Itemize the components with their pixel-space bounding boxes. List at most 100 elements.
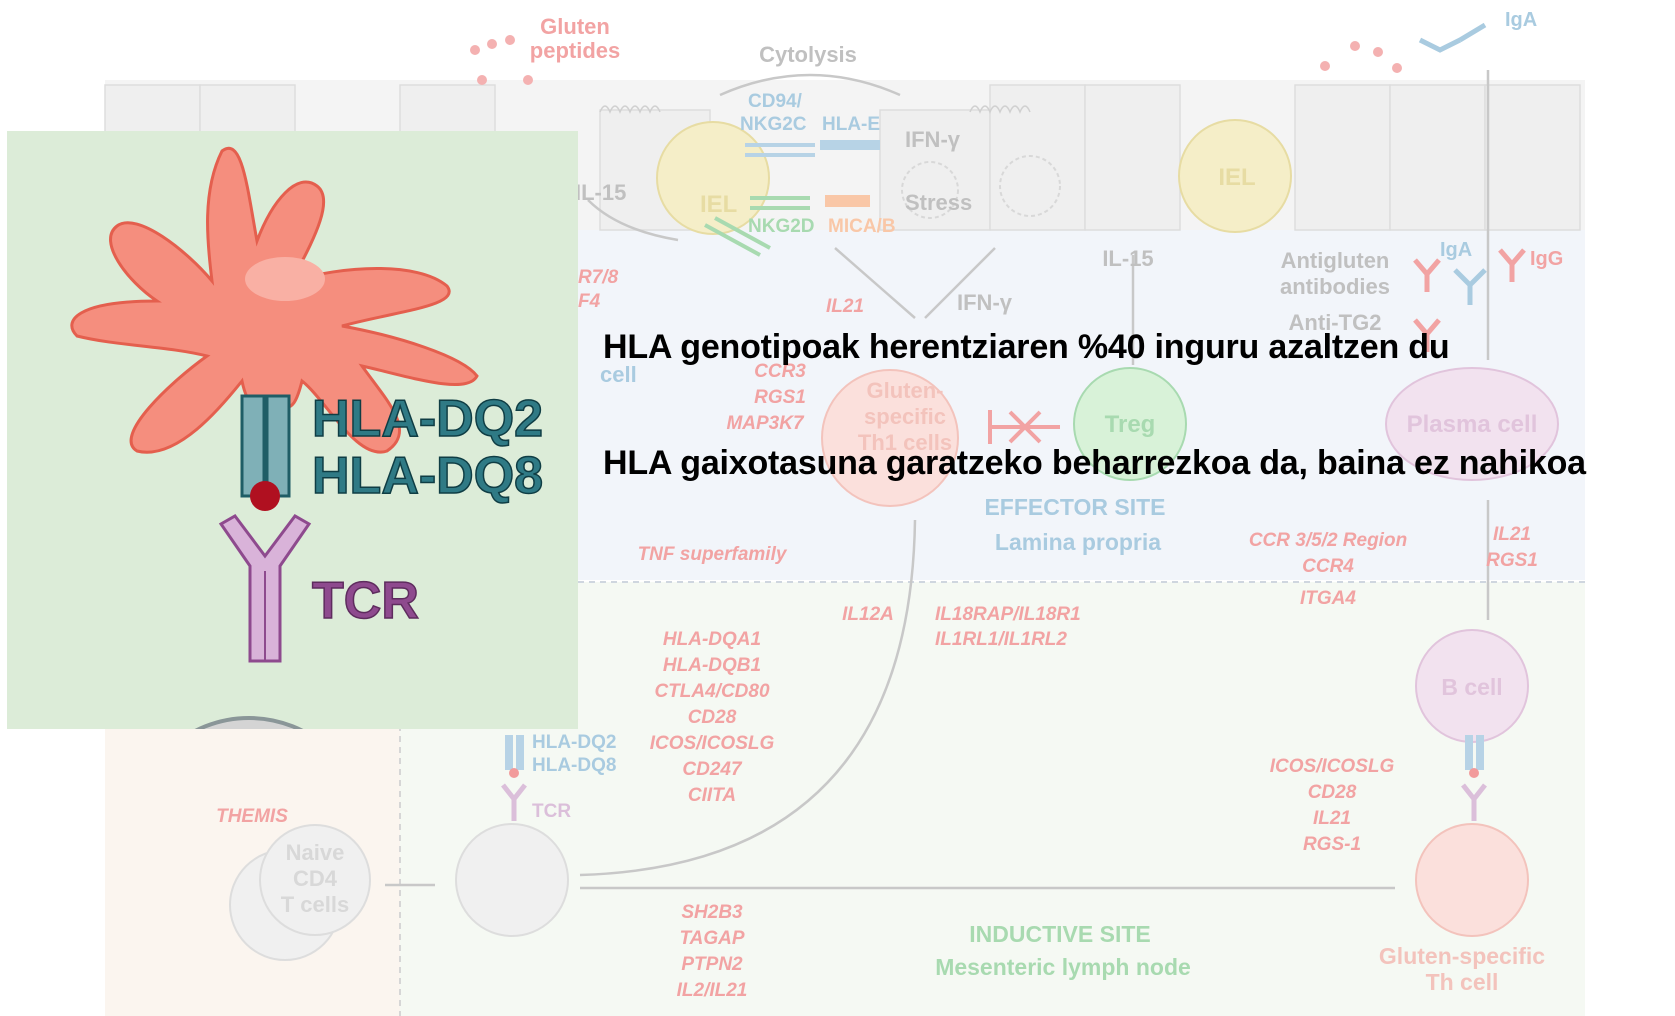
effector-site-label: EFFECTOR SITE [984, 494, 1165, 520]
hla-necessity-statement: HLA gaixotasuna garatzeko beharrezkoa da… [603, 444, 1586, 482]
epithelial-nucleus [999, 155, 1061, 217]
stress-label: Stress [905, 190, 972, 215]
gluten-peptides-label: Gluten [540, 14, 610, 39]
tlr-label-a: R7/8 [578, 267, 619, 288]
ifn-gamma-label-1: IFN-γ [905, 127, 961, 152]
inset-tcr-label: TCR [312, 572, 419, 630]
lamina-propria-label: Lamina propria [995, 529, 1161, 555]
il15-label-a: IL-15 [575, 180, 626, 205]
il21-b-label: IL21 [1493, 524, 1531, 545]
gene-list-1-item: HLA-DQB1 [663, 655, 761, 676]
inset-hla-dq8-label: HLA-DQ8 [312, 447, 543, 505]
gene-list-2-item: SH2B3 [681, 902, 743, 923]
iel-label-1: IEL [700, 191, 737, 218]
inductive-site-label: INDUCTIVE SITE [969, 921, 1150, 947]
cd94-label: CD94/ [748, 91, 803, 112]
cytolysis-label: Cytolysis [759, 42, 857, 67]
inset-illustration: HLA-DQ2 HLA-DQ8 TCR [70, 147, 544, 729]
antigluten-label-1: Antigluten [1281, 248, 1390, 273]
stressed-cell-nucleus [901, 161, 959, 219]
gene-list-1-item: ICOS/ICOSLG [650, 733, 775, 754]
map3k7-label: MAP3K7 [726, 413, 805, 434]
tnf-label: TNF superfamily [638, 544, 788, 565]
hla-heritability-statement: HLA genotipoak herentziaren %40 inguru a… [603, 328, 1450, 366]
rgs1-label: RGS1 [754, 387, 806, 408]
plasma-cell-label: Plasma cell [1407, 411, 1538, 438]
hla-tcr-inset: HLA-DQ2 HLA-DQ8 TCR [7, 131, 578, 729]
gluten-peptide [250, 481, 280, 511]
th1-label-2: specific [864, 404, 946, 429]
gene-list-3-item: ICOS/ICOSLG [1270, 756, 1395, 777]
gene-list-2: SH2B3 TAGAP PTPN2 IL2/IL21 [677, 902, 748, 1001]
il18-label-1: IL18RAP/IL18R1 [935, 604, 1081, 625]
iel-cell-2 [1178, 119, 1292, 233]
apc-t-cell [455, 823, 569, 937]
gene-list-3-item: CD28 [1308, 782, 1357, 803]
igg-label: IgG [1530, 248, 1563, 270]
naive-label-2: CD4 [293, 866, 338, 891]
ccr-region-label: CCR 3/5/2 Region [1249, 530, 1407, 551]
dendritic-nucleus [245, 257, 325, 301]
inhibition-mark [988, 410, 1060, 444]
hla-e-label: HLA-E [822, 114, 880, 135]
il18-label-2: IL1RL1/IL1RL2 [935, 629, 1067, 650]
th1-label-1: Gluten- [867, 378, 944, 403]
th-cell-label-1: Gluten-specific [1379, 943, 1545, 969]
hla-dq8-small-label: HLA-DQ8 [532, 755, 616, 776]
mesenteric-label: Mesenteric lymph node [935, 954, 1191, 980]
th1-label-3: Th1 cells [858, 430, 952, 455]
microvilli [599, 105, 1031, 114]
gluten-peptide-dots [470, 35, 1402, 85]
gene-list-1-item: CD28 [688, 707, 737, 728]
gene-list-2-item: IL2/IL21 [677, 980, 748, 1001]
itga4-label: ITGA4 [1300, 588, 1356, 609]
cell-fragment-label: cell [600, 362, 637, 387]
antigluten-label-2: antibodies [1280, 274, 1390, 299]
tcr-small-label: TCR [532, 801, 571, 822]
gluten-peptides-label-2: peptides [530, 38, 620, 63]
ccr3-label: CCR3 [754, 361, 806, 382]
anti-tg2-label: Anti-TG2 [1289, 310, 1382, 335]
small-mhc-tcr [501, 735, 1487, 821]
iga-top-label: IgA [1505, 9, 1537, 31]
themis-label: THEMIS [216, 806, 288, 827]
gene-list-1-item: HLA-DQA1 [663, 629, 761, 650]
treg-cell [1073, 367, 1187, 481]
gene-list-1-item: CIITA [688, 785, 736, 806]
b-cell-label: B cell [1441, 674, 1502, 700]
tlr-label-b: F4 [578, 291, 601, 312]
mica-b-label: MICA/B [828, 216, 896, 237]
th-cell-label-2: Th cell [1426, 969, 1499, 995]
gene-list-2-item: TAGAP [679, 928, 744, 949]
naive-label-1: Naive [286, 840, 345, 865]
naive-label-3: T cells [281, 892, 349, 917]
gene-list-1: HLA-DQA1 HLA-DQB1 CTLA4/CD80 CD28 ICOS/I… [650, 629, 775, 806]
antibody-glyphs [1413, 22, 1526, 352]
iel-label-2: IEL [1218, 164, 1255, 191]
il15-label: IL-15 [1102, 246, 1153, 271]
gene-list-3: ICOS/ICOSLG CD28 IL21 RGS-1 [1270, 756, 1395, 855]
treg-label: Treg [1105, 411, 1156, 438]
th-cell [1415, 823, 1529, 937]
hla-dq2-small-label: HLA-DQ2 [532, 732, 616, 753]
hla-chain-right [265, 394, 291, 498]
gene-list-1-item: CD247 [682, 759, 743, 780]
inset-hla-dq2-label: HLA-DQ2 [312, 390, 543, 448]
naive-cell-b [259, 824, 371, 936]
nkg2c-label: NKG2C [740, 114, 807, 135]
gene-list-1-item: CTLA4/CD80 [654, 681, 770, 702]
gene-list-2-item: PTPN2 [681, 954, 743, 975]
ccr4-label: CCR4 [1302, 556, 1354, 577]
gene-list-3-item: IL21 [1313, 808, 1351, 829]
ifn-gamma-label-2: IFN-γ [957, 290, 1013, 315]
plasma-cell [1385, 367, 1559, 481]
th1-cell [821, 369, 959, 507]
il21-label: IL21 [826, 296, 864, 317]
nkg2d-label: NKG2D [748, 216, 815, 237]
hla-chain-left [240, 394, 266, 498]
pathway-arrows [385, 70, 1490, 890]
t-cell [194, 716, 304, 729]
gene-list-3-item: RGS-1 [1303, 834, 1361, 855]
nk-receptors [704, 140, 880, 257]
il12a-label: IL12A [842, 604, 894, 625]
